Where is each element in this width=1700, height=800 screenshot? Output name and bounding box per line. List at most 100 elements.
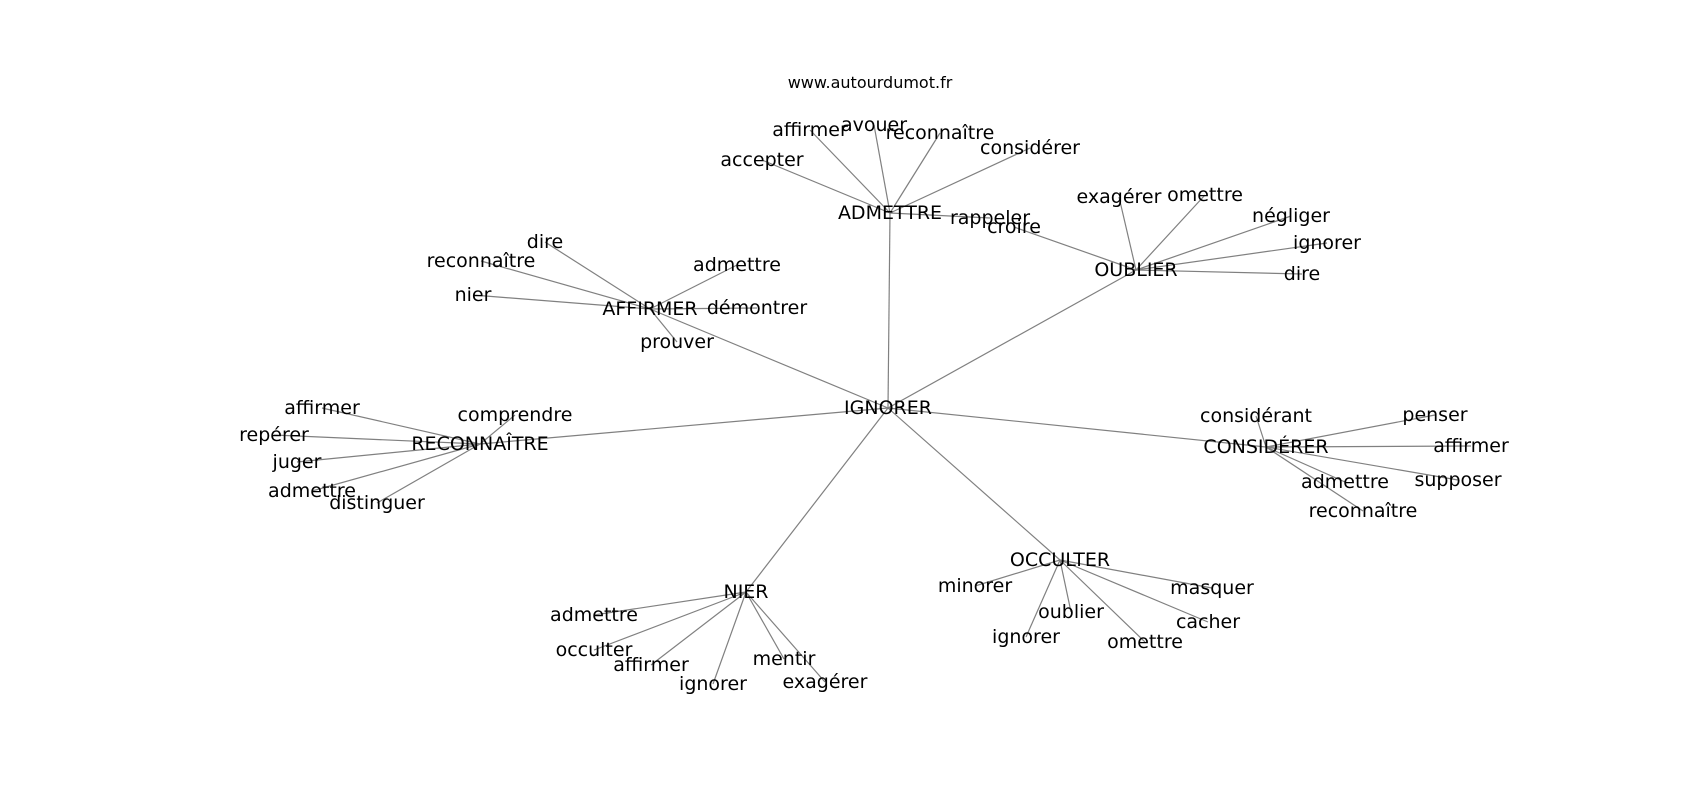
node-leaf-admettre-rappeler[interactable]: rappeler xyxy=(950,207,1030,229)
edge-center-reconnaitre xyxy=(479,407,889,445)
edge-occulter-masquer xyxy=(1059,559,1213,589)
edge-considerer-supposer xyxy=(1265,446,1459,481)
node-leaf-reconnaitre-distinguer[interactable]: distinguer xyxy=(329,492,425,514)
node-leaf-considerer-penser[interactable]: penser xyxy=(1402,404,1467,426)
node-leaf-oublier-exagerer[interactable]: exagérer xyxy=(1077,186,1162,208)
graph-edges xyxy=(273,124,1472,685)
edge-oublier-croire xyxy=(1013,226,1137,271)
edge-admettre-accepter xyxy=(761,159,891,214)
node-leaf-admettre-affirmer[interactable]: affirmer xyxy=(772,119,848,141)
node-hub-oublier[interactable]: OUBLIER xyxy=(1094,259,1177,281)
edge-affirmer-admettre xyxy=(649,264,738,310)
edge-nier-affirmer xyxy=(650,591,747,666)
node-leaf-considerer-reconnaitre[interactable]: reconnaître xyxy=(1309,500,1418,522)
node-leaf-oublier-croire[interactable]: croire xyxy=(987,216,1041,238)
edge-considerer-considerant xyxy=(1255,415,1267,448)
node-leaf-affirmer-demontrer[interactable]: démontrer xyxy=(707,297,807,319)
node-leaf-nier-occulter[interactable]: occulter xyxy=(556,639,633,661)
node-leaf-occulter-omettre[interactable]: omettre xyxy=(1107,631,1183,653)
node-center-ignorer[interactable]: IGNORER xyxy=(844,397,932,419)
edge-nier-exagerer xyxy=(745,591,826,683)
edge-admettre-avouer xyxy=(873,124,891,214)
edge-affirmer-demontrer xyxy=(649,307,758,310)
edge-occulter-oublier xyxy=(1059,559,1072,613)
node-leaf-reconnaitre-reperer[interactable]: repérer xyxy=(239,424,309,446)
node-leaf-occulter-oublier[interactable]: oublier xyxy=(1038,601,1104,623)
node-leaf-affirmer-reconnaitre[interactable]: reconnaître xyxy=(427,250,536,272)
graph-labels: IGNORERADMETTREaccepteraffirmeravouerrec… xyxy=(239,114,1509,695)
node-leaf-oublier-dire[interactable]: dire xyxy=(1284,263,1320,285)
edge-center-admettre xyxy=(887,212,891,409)
site-title: www.autourdumot.fr xyxy=(788,73,953,92)
edge-nier-mentir xyxy=(745,591,785,660)
node-leaf-nier-admettre[interactable]: admettre xyxy=(550,604,638,626)
node-hub-nier[interactable]: NIER xyxy=(723,581,768,603)
node-leaf-considerer-admettre[interactable]: admettre xyxy=(1301,471,1389,493)
node-hub-considerer[interactable]: CONSIDÉRER xyxy=(1203,435,1328,458)
edge-affirmer-reconnaitre xyxy=(480,260,651,310)
node-leaf-admettre-accepter[interactable]: accepter xyxy=(720,149,803,171)
edge-affirmer-nier xyxy=(472,294,651,310)
edge-reconnaitre-admettre xyxy=(311,443,481,492)
node-leaf-oublier-ignorer[interactable]: ignorer xyxy=(1293,232,1361,254)
edge-oublier-exagerer xyxy=(1118,196,1137,271)
edge-center-affirmer xyxy=(649,308,889,409)
node-leaf-nier-ignorer[interactable]: ignorer xyxy=(679,673,747,695)
edge-occulter-minorer xyxy=(974,559,1061,587)
node-leaf-occulter-minorer[interactable]: minorer xyxy=(938,575,1013,597)
edge-nier-admettre xyxy=(593,591,747,616)
node-leaf-nier-exagerer[interactable]: exagérer xyxy=(783,671,868,693)
edge-occulter-cacher xyxy=(1059,559,1209,623)
node-leaf-oublier-omettre[interactable]: omettre xyxy=(1167,184,1243,206)
edge-reconnaitre-comprendre xyxy=(479,414,516,445)
node-leaf-admettre-reconnaitre[interactable]: reconnaître xyxy=(886,122,995,144)
node-leaf-affirmer-nier[interactable]: nier xyxy=(455,284,492,306)
edge-reconnaitre-juger xyxy=(296,443,481,463)
node-hub-admettre[interactable]: ADMETTRE xyxy=(838,202,942,224)
edge-nier-occulter xyxy=(593,591,747,651)
node-leaf-occulter-cacher[interactable]: cacher xyxy=(1176,611,1240,633)
node-leaf-nier-mentir[interactable]: mentir xyxy=(753,648,816,670)
edge-affirmer-dire xyxy=(544,241,651,310)
edge-oublier-negliger xyxy=(1135,215,1292,271)
edge-center-oublier xyxy=(887,269,1137,409)
node-leaf-oublier-negliger[interactable]: négliger xyxy=(1252,205,1330,227)
edge-considerer-penser xyxy=(1265,414,1436,448)
edge-admettre-reconnaitre xyxy=(889,132,941,214)
edge-considerer-affirmer xyxy=(1265,445,1472,448)
edge-admettre-affirmer xyxy=(809,129,891,214)
edge-considerer-reconnaitre xyxy=(1265,446,1364,512)
edge-admettre-rappeler xyxy=(889,212,991,219)
edge-center-occulter xyxy=(887,407,1061,561)
node-leaf-reconnaitre-admettre[interactable]: admettre xyxy=(268,480,356,502)
node-leaf-considerer-affirmer[interactable]: affirmer xyxy=(1433,435,1509,457)
edge-reconnaitre-distinguer xyxy=(376,443,481,504)
node-leaf-occulter-ignorer[interactable]: ignorer xyxy=(992,626,1060,648)
edge-reconnaitre-affirmer xyxy=(321,407,481,445)
node-hub-occulter[interactable]: OCCULTER xyxy=(1010,549,1110,571)
node-leaf-affirmer-dire[interactable]: dire xyxy=(527,231,563,253)
edge-center-nier xyxy=(745,407,889,593)
node-leaf-affirmer-prouver[interactable]: prouver xyxy=(640,331,714,353)
node-hub-affirmer[interactable]: AFFIRMER xyxy=(602,298,697,320)
edge-admettre-considerer xyxy=(889,147,1031,214)
node-leaf-affirmer-admettre[interactable]: admettre xyxy=(693,254,781,276)
edge-occulter-omettre xyxy=(1059,559,1146,643)
edge-center-considerer xyxy=(887,407,1267,448)
node-leaf-reconnaitre-affirmer[interactable]: affirmer xyxy=(284,397,360,419)
edge-occulter-ignorer xyxy=(1025,559,1061,638)
node-leaf-admettre-avouer[interactable]: avouer xyxy=(841,114,907,136)
edge-oublier-ignorer xyxy=(1135,242,1328,271)
node-leaf-admettre-considerer[interactable]: considérer xyxy=(980,137,1080,159)
edge-nier-ignorer xyxy=(712,591,747,685)
node-hub-reconnaitre[interactable]: RECONNAÎTRE xyxy=(411,432,548,455)
node-leaf-occulter-masquer[interactable]: masquer xyxy=(1170,577,1254,599)
edge-oublier-dire xyxy=(1135,269,1303,275)
node-leaf-reconnaitre-comprendre[interactable]: comprendre xyxy=(458,404,573,426)
node-leaf-considerer-supposer[interactable]: supposer xyxy=(1414,469,1501,491)
edge-oublier-omettre xyxy=(1135,194,1206,271)
node-leaf-nier-affirmer[interactable]: affirmer xyxy=(613,654,689,676)
node-leaf-reconnaitre-juger[interactable]: juger xyxy=(272,451,322,473)
node-leaf-considerer-considerant[interactable]: considérant xyxy=(1200,405,1312,427)
